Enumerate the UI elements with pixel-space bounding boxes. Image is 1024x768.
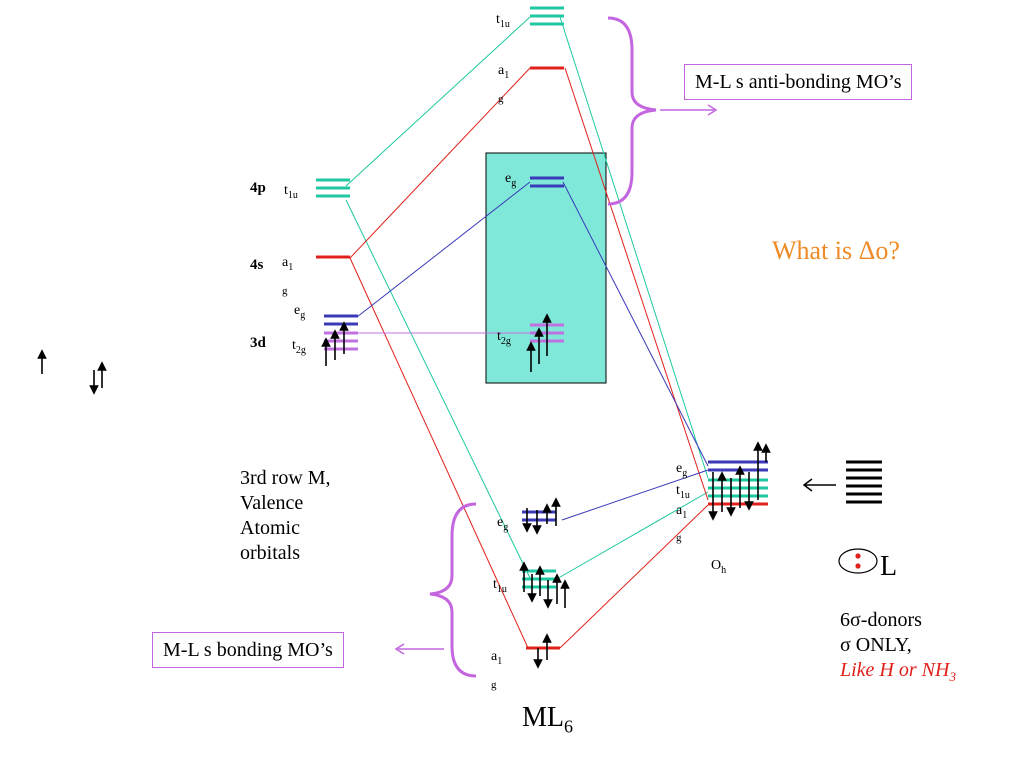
valence-line-2: Valence <box>240 492 304 514</box>
antibonding-bracket <box>607 16 657 206</box>
line-top-a1g-to-ligand <box>564 67 709 501</box>
mo-top-t1u-levels <box>530 6 564 26</box>
valence-line-4: orbitals <box>240 542 300 564</box>
label-metal-eg: eg <box>294 303 306 321</box>
line-bot-t1u-to-ligand <box>554 491 709 581</box>
arrow-left-icon <box>802 478 836 492</box>
valence-caption: 3rd row M, Valence Atomic orbitals <box>240 466 331 566</box>
line-4s-to-bot-a1g <box>349 257 529 649</box>
donor-line-3: Like H or NH3 <box>840 659 956 684</box>
label-mo-bot-a1-g: g <box>491 679 497 691</box>
mo-mid-eg-levels <box>530 176 564 188</box>
ligand-stack-icon <box>846 460 882 504</box>
metal-3d-t2g-levels <box>324 331 358 351</box>
ligand-eg-levels <box>708 460 768 472</box>
bonding-bracket <box>429 502 477 678</box>
label-mo-mid-t2g: t2g <box>497 329 511 347</box>
valence-line-3: Atomic <box>240 517 300 539</box>
label-mo-bot-a1: a1 <box>491 649 503 667</box>
electron-arrows <box>37 313 771 669</box>
label-4s: 4s <box>250 257 264 273</box>
metal-4p-levels <box>316 178 350 198</box>
line-4s-to-top-a1g <box>349 67 531 259</box>
bonding-label: M-L s bonding MO’s <box>152 632 344 668</box>
line-4p-to-top-t1u <box>345 16 531 187</box>
label-3d: 3d <box>250 335 266 351</box>
label-ligand-a1: a1 <box>676 503 688 521</box>
label-mo-mid-eg: eg <box>505 171 517 189</box>
line-top-t1u-to-ligand <box>559 16 709 479</box>
line-bot-a1g-to-ligand <box>559 504 709 649</box>
label-ligand-a1-g: g <box>676 532 682 544</box>
donor-line-2: σ ONLY, <box>840 634 912 656</box>
label-ligand-t1u: t1u <box>676 483 690 501</box>
label-metal-a1-g: g <box>282 285 288 297</box>
label-mo-bot-t1u: t1u <box>493 577 507 595</box>
label-metal-a1: a1 <box>282 255 294 273</box>
correlation-lines <box>345 16 709 649</box>
complex-label: ML6 <box>522 702 573 737</box>
label-mo-top-a1: a1 <box>498 63 510 81</box>
label-4p: 4p <box>250 180 266 196</box>
label-mo-top-t1u: t1u <box>496 12 510 30</box>
label-mo-top-a1-g: g <box>498 93 504 105</box>
label-metal-t2g: t2g <box>292 338 306 356</box>
ligand-t1u-levels <box>708 478 768 498</box>
ligand-field-box <box>485 152 607 384</box>
line-bot-eg-to-ligand <box>561 469 709 521</box>
line-mid-eg-to-ligand <box>562 181 709 467</box>
ligand-letter: L <box>880 551 898 582</box>
lone-pair-icon <box>838 548 878 574</box>
antibonding-label: M-L s anti-bonding MO’s <box>684 64 913 100</box>
mo-bot-t1u-levels <box>522 569 556 589</box>
label-metal-t1u: t1u <box>284 183 298 201</box>
line-4p-to-bot-t1u <box>345 199 531 579</box>
label-ligand-eg: eg <box>676 461 688 479</box>
label-mo-bot-eg: eg <box>497 515 509 533</box>
line-3d-eg-to-mid-eg <box>356 181 531 318</box>
bracket-arrows <box>394 104 718 655</box>
label-symmetry: Oh <box>711 558 727 576</box>
donor-caption: 6σ-donors σ ONLY, Like H or NH3 <box>840 608 956 689</box>
valence-line-1: 3rd row M, <box>240 467 331 489</box>
metal-3d-eg-levels <box>324 314 358 326</box>
donor-line-1: 6σ-donors <box>840 609 922 631</box>
delta-question: What is Δo? <box>772 236 900 265</box>
